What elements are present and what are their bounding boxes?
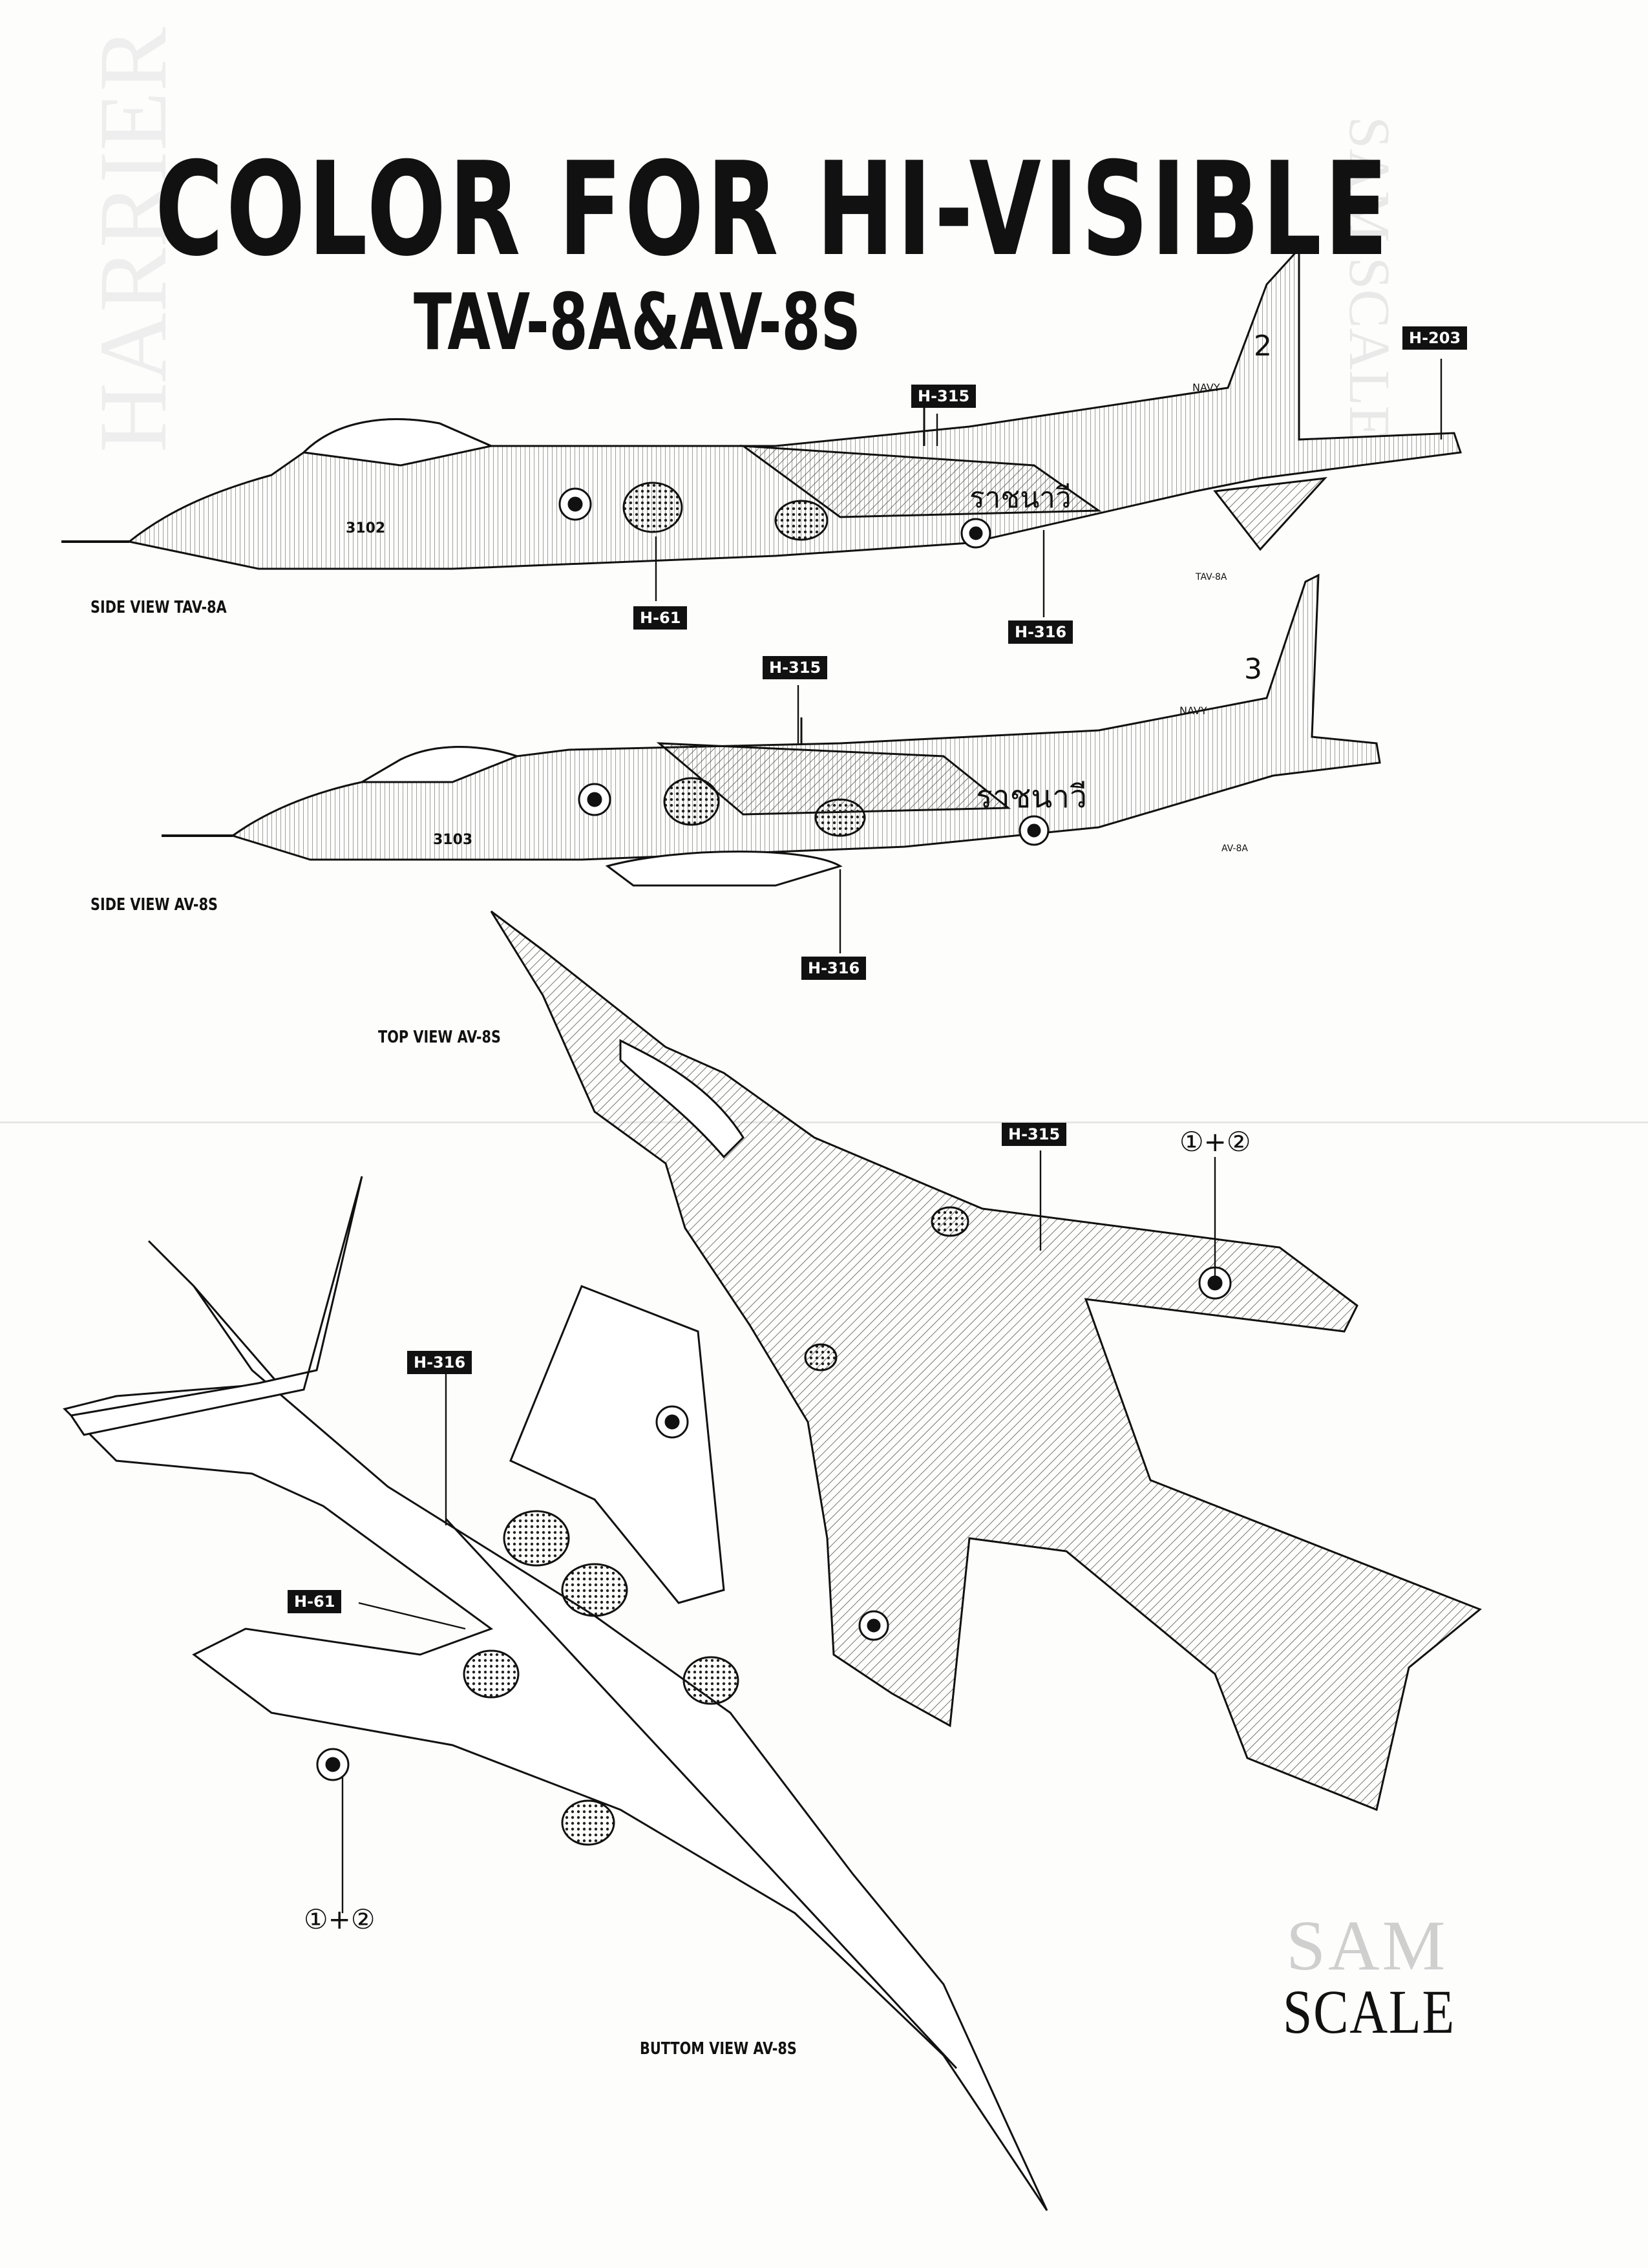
decal-callout-top: ①+② bbox=[1179, 1126, 1251, 1158]
tag-top-h315: H-315 bbox=[1002, 1123, 1067, 1146]
side-view-av8s-drawing bbox=[162, 573, 1381, 887]
bottom-view-av8s-drawing bbox=[63, 1176, 1048, 2211]
brand-logo-sam: SAM bbox=[1286, 1906, 1448, 1985]
tag-tav8a-h203: H-203 bbox=[1402, 326, 1468, 350]
side-view-tav8a-drawing bbox=[61, 246, 1462, 570]
tag-tav8a-h316: H-316 bbox=[1008, 620, 1073, 644]
tag-av8s-h315: H-315 bbox=[763, 656, 828, 679]
av8s-navy-text: ราชนาวี bbox=[976, 779, 1088, 815]
label-bottom-view-av8s: BUTTOM VIEW AV-8S bbox=[640, 2039, 797, 2059]
sheet-subtitle: TAV-8A&AV-8S bbox=[414, 278, 861, 368]
callout-leader-lines bbox=[341, 359, 1442, 1913]
tav8a-fuselage-number: 3102 bbox=[346, 520, 386, 536]
tav8a-navy-badge: NAVY bbox=[1192, 381, 1220, 394]
label-top-view-av8s: TOP VIEW AV-8S bbox=[378, 1028, 501, 1047]
av8s-fin-number: 3 bbox=[1244, 653, 1262, 686]
label-side-view-av8s: SIDE VIEW AV-8S bbox=[90, 895, 218, 915]
tag-bottom-h61: H-61 bbox=[288, 1590, 342, 1613]
tav8a-fin-number: 2 bbox=[1254, 330, 1272, 363]
brand-logo-scale: SCALE bbox=[1283, 1977, 1455, 2046]
tag-av8s-h316: H-316 bbox=[801, 957, 867, 980]
av8s-serial: AV-8A bbox=[1221, 843, 1248, 854]
tag-bottom-h316: H-316 bbox=[407, 1351, 472, 1374]
tag-tav8a-h315: H-315 bbox=[911, 385, 977, 408]
av8s-fuselage-number: 3103 bbox=[433, 832, 473, 848]
tag-tav8a-h61: H-61 bbox=[633, 606, 688, 630]
decal-callout-bottom: ①+② bbox=[304, 1903, 375, 1935]
sheet-title: COLOR FOR HI-VISIBLE bbox=[155, 134, 1391, 285]
av8s-navy-badge: NAVY bbox=[1179, 705, 1207, 717]
tav8a-navy-text: ราชนาวี bbox=[969, 482, 1072, 514]
label-side-view-tav8a: SIDE VIEW TAV-8A bbox=[90, 598, 227, 617]
tav8a-serial: TAV-8A bbox=[1196, 572, 1227, 582]
paper-fold-line bbox=[0, 1121, 1648, 1123]
